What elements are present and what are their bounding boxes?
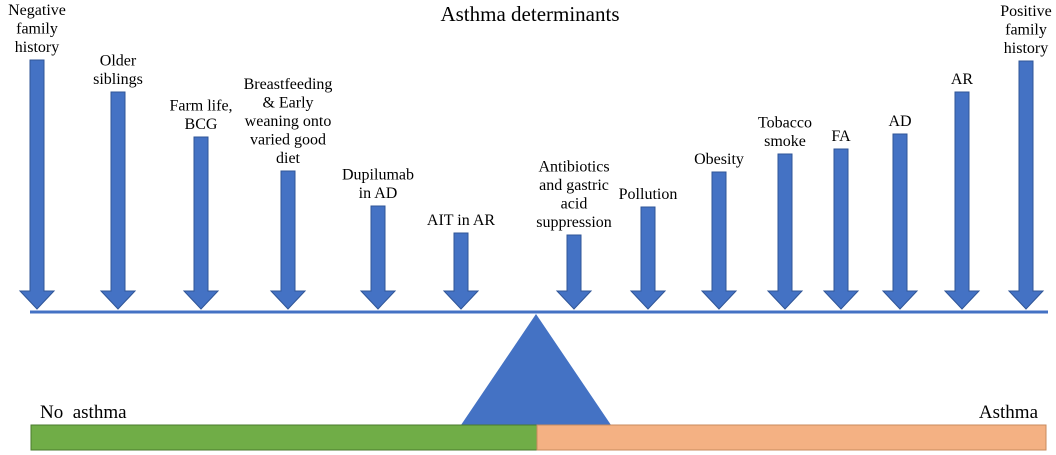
determinant-label: smoke	[764, 133, 806, 150]
determinant-arrow	[182, 136, 220, 310]
determinant-label: siblings	[93, 71, 143, 88]
determinant-arrow	[442, 232, 480, 310]
determinant-label: Antibiotics	[538, 159, 609, 176]
determinant-arrow	[822, 148, 860, 310]
determinant-label: FA	[831, 128, 851, 145]
determinant-label: Breastfeeding	[244, 76, 333, 93]
determinant-label: and gastric	[539, 177, 609, 194]
asthma-bar	[536, 424, 1047, 451]
determinant-label: family	[16, 21, 58, 38]
diagram-title: Asthma determinants	[440, 2, 619, 26]
determinant-label: BCG	[185, 116, 218, 133]
determinant-label: weaning onto	[245, 113, 332, 130]
determinant-arrow	[700, 171, 738, 310]
determinant-label: Obesity	[694, 151, 744, 168]
determinant-label: & Early	[262, 95, 313, 112]
determinant-label: in AD	[359, 185, 398, 202]
determinant-label: varied good	[250, 132, 326, 149]
determinant-arrow	[766, 153, 804, 310]
determinant-arrow	[555, 234, 593, 310]
determinant-label: Farm life,	[169, 98, 232, 115]
determinant-arrow	[1007, 60, 1045, 310]
determinant-arrow	[99, 91, 137, 310]
determinant-label: family	[1005, 22, 1047, 39]
determinant-label: AD	[888, 113, 911, 130]
fulcrum-triangle	[461, 314, 611, 425]
determinant-label: Tobacco	[758, 115, 812, 132]
determinant-arrow	[629, 206, 667, 310]
determinant-label: suppression	[536, 214, 612, 231]
determinant-arrow	[881, 133, 919, 310]
determinant-label: Negative	[8, 2, 66, 19]
asthma-label: Asthma	[979, 402, 1039, 423]
determinant-label: history	[1004, 40, 1048, 57]
determinant-arrow	[269, 170, 307, 310]
determinant-label: acid	[561, 196, 588, 213]
determinant-label: Pollution	[619, 186, 678, 203]
determinant-label: diet	[276, 150, 301, 167]
determinant-label: Dupilumab	[342, 167, 414, 184]
determinant-label: Positive	[1000, 3, 1052, 20]
determinant-label: Older	[100, 53, 137, 70]
determinant-arrow	[943, 91, 981, 310]
determinant-arrow	[18, 59, 56, 310]
determinant-label: history	[15, 39, 59, 56]
determinant-label: AR	[951, 71, 974, 88]
determinant-label: AIT in AR	[427, 212, 495, 229]
no-asthma-bar	[30, 424, 538, 451]
no-asthma-label: No asthma	[40, 402, 127, 423]
determinant-arrow	[359, 205, 397, 310]
